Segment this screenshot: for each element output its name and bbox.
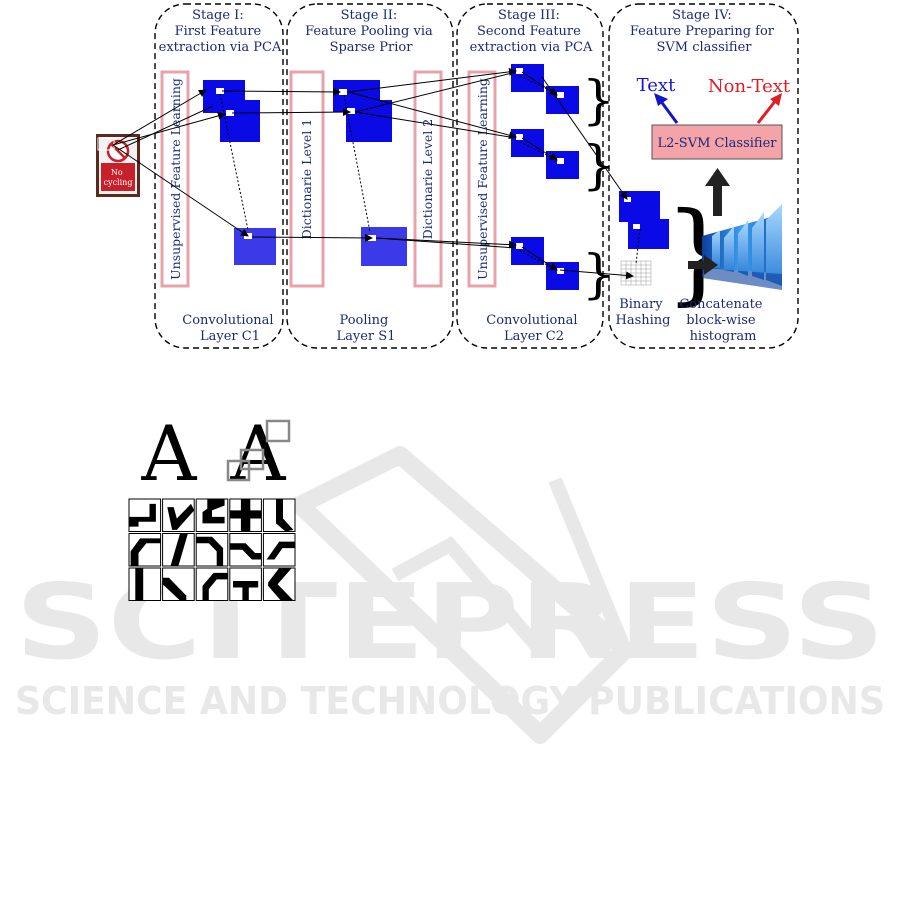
brace-1: } [582,71,615,131]
stage2-layer-label: Pooling Layer S1 [337,313,396,344]
edge-patch-shape [130,538,161,566]
brace-2: } [582,136,615,196]
dictionary-level1-label: Dictionarie Level 1 [299,119,314,240]
stage4-title: Stage IV: Feature Preparing for SVM clas… [630,8,778,55]
stage1-title: Stage I: First Feature extraction via PC… [159,8,282,55]
stage4-frame [608,3,799,349]
nontext-class-label: Non-Text [708,76,791,97]
binary-hashing-grid [620,260,652,286]
brace-3: } [582,245,615,305]
edge-patch-shape [202,499,225,524]
connection-lines [112,67,641,280]
text-arrow [658,99,679,124]
edge-patch-shape [202,572,228,601]
dictionary-level2-label: Dictionarie Level 2 [420,119,435,240]
edge-patch-shape [268,568,294,601]
stage1-layer-label: Convolutional Layer C1 [182,313,277,344]
unsupervised-learning-bar-1 [160,70,190,288]
edge-patch-shape [233,581,259,601]
edge-patch-shape [229,543,262,560]
concatenate-label: Concatenate block-wise histogram [679,297,766,344]
histogram-3d-icon [702,204,782,290]
edge-patch-shape [162,577,187,601]
nontext-arrow [756,99,778,124]
edge-patch-shape [167,503,195,530]
watermark-sub-text: SCIENCE AND TECHNOLOGY PUBLICATIONS [15,679,885,723]
patch-boxes [226,419,291,482]
watermark-logo-icon [291,446,634,744]
stage3-frame [456,3,604,349]
pipeline-diagram: Stage I: First Feature extraction via PC… [96,3,799,349]
stage1-feature-maps [203,80,276,265]
edge-patch-shape [229,499,262,532]
edge-patch-shape [129,503,156,527]
stage3-title: Stage III: Second Feature extraction via… [470,8,593,55]
edge-patch-shape [135,568,144,601]
stage1-frame [154,3,284,349]
edge-patch-frame [128,567,162,601]
unsupervised-learning-label-2: Unsupervised Feature Learning [475,78,490,280]
unsupervised-learning-bar-2 [467,70,497,288]
right-arrow-icon [688,255,718,275]
glyph-a-plain: A [141,409,198,498]
text-class-label: Text [637,75,676,96]
stage3-feature-maps [511,64,579,290]
up-arrow-icon [705,168,730,216]
dictionary-level2-bar [413,70,443,288]
sign-text: No cycling [104,168,133,187]
edge-patch-shape [276,499,294,532]
edge-patch-shape [266,541,295,560]
classifier-label: L2-SVM Classifier [658,136,778,151]
classifier-box [651,124,783,160]
stage3-layer-label: Convolutional Layer C2 [486,313,581,344]
stage2-frame [286,3,454,349]
input-sign-image: No cycling [96,134,140,197]
edge-patch-shape [196,536,224,566]
patch-grid [128,498,296,601]
stage2-pooled-maps [333,80,407,266]
binary-hashing-label: Binary Hashing [616,297,671,328]
stage4-maps [619,191,669,249]
stage2-title: Stage II: Feature Pooling via Sparse Pri… [305,8,437,55]
dictionary-level1-bar [289,70,325,288]
glyph-a-patches: A [230,409,287,498]
edge-patch-shape [170,533,188,566]
letter-features-figure: A A [128,409,296,601]
